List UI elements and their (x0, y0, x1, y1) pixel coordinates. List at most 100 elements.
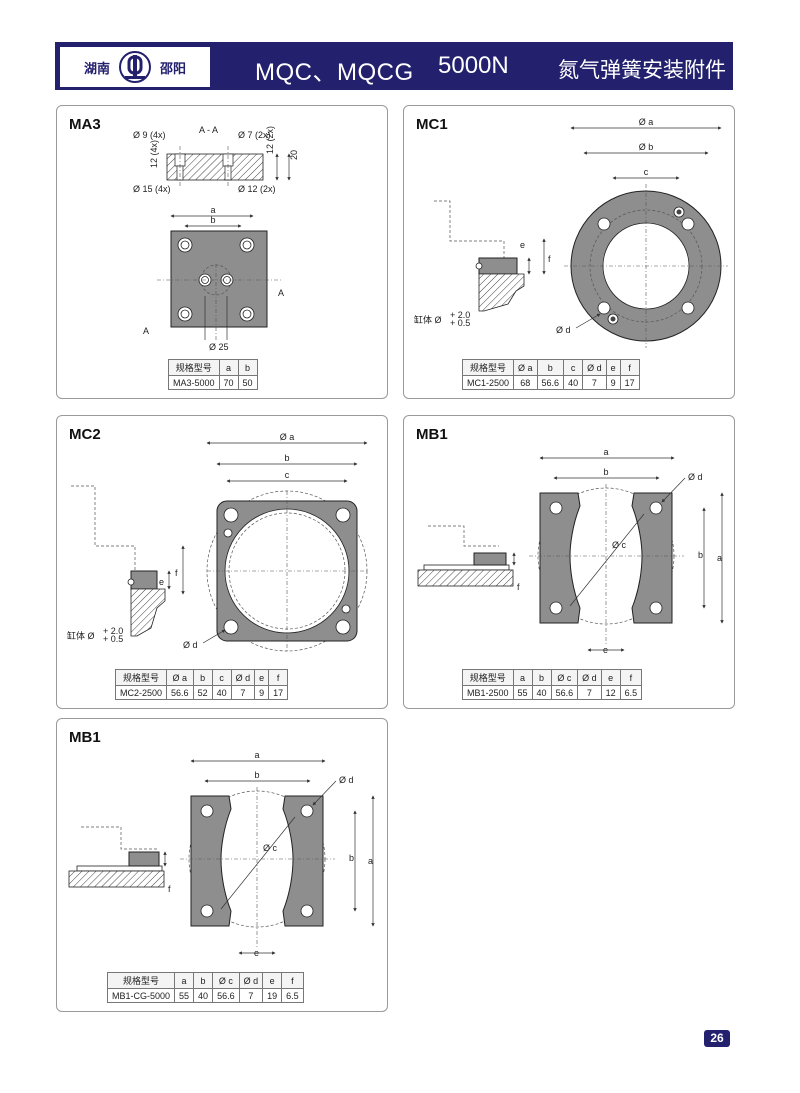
table-header-cell: Ø d (582, 359, 607, 376)
label-e: e (254, 948, 259, 958)
label-d: Ø d (339, 775, 354, 785)
mb1-right-half (631, 492, 673, 624)
table-cell: 68 (513, 375, 538, 390)
table-header-cell: c (563, 359, 584, 376)
label-d25: Ø 25 (209, 342, 229, 352)
table-cell: 6.5 (281, 988, 304, 1003)
label-b: b (603, 467, 608, 477)
table-header-cell: b (193, 972, 214, 989)
logo-emblem-icon (119, 51, 151, 83)
table-header-cell: Ø d (238, 972, 264, 989)
table-cell: MC1-2500 (461, 375, 515, 390)
table-cell: 7 (577, 685, 602, 700)
label-f: f (168, 884, 171, 894)
label-d12: Ø 12 (2x) (238, 184, 276, 194)
panel-title: MC2 (69, 426, 101, 443)
table-header-cell: a (512, 669, 533, 686)
table-cell: 70 (218, 375, 239, 390)
label-a: a (603, 447, 608, 457)
table-cell: 17 (619, 375, 640, 390)
table-header-cell: 规格型号 (106, 972, 176, 989)
table-cell: 56.6 (212, 988, 240, 1003)
table-cell: MB1-2500 (462, 685, 514, 700)
table-cell: 7 (582, 375, 607, 390)
product-title: 氮气弹簧安装附件 (558, 59, 726, 82)
table-cell: 9 (254, 685, 270, 700)
table-header-cell: e (600, 669, 621, 686)
logo-text-right: 邵阳 (160, 60, 187, 76)
page-header: 湖南 邵阳 MQC、MQCG 5000N 氮气弹簧安装附件 (55, 42, 733, 90)
table-header-cell: 规格型号 (168, 359, 220, 376)
label-b: b (254, 770, 259, 780)
label-h12: 12 (2x) (265, 126, 275, 154)
label-c: c (285, 470, 290, 480)
label-d: Ø d (183, 640, 198, 650)
label-c: c (644, 167, 649, 177)
panel-mc1: MC1 e f 缸体 Ø + 2.0 + 0.5 Ø a Ø b c Ø d (403, 105, 735, 399)
label-vb: b (349, 853, 354, 863)
label-d7: Ø 7 (2x) (238, 130, 271, 140)
table-header-cell: Ø a (513, 359, 538, 376)
mb1-right-half (282, 795, 324, 927)
label-tol-dn: + 0.5 (450, 318, 470, 328)
table-header-cell: e (605, 359, 621, 376)
label-body: 缸体 Ø (414, 314, 442, 325)
table-cell: MC2-2500 (114, 685, 168, 700)
section-label: A - A (199, 125, 218, 135)
table-cell: 52 (192, 685, 213, 700)
table-cell: 55 (174, 988, 195, 1003)
label-vb: b (698, 550, 703, 560)
label-tol-up: + 2.0 (450, 310, 470, 320)
table-cell: 55 (512, 685, 533, 700)
table-cell: 40 (193, 988, 214, 1003)
label-va: a (717, 553, 722, 563)
label-section-a1: A (278, 288, 284, 298)
table-cell: 40 (531, 685, 552, 700)
table-cell: MA3-5000 (168, 375, 220, 390)
logo-text-left: 湖南 (83, 60, 110, 76)
label-a: a (254, 750, 259, 760)
mb1-2500-drawing: f a b Ø c Ø d b a e (417, 447, 724, 655)
label-tol-dn: + 0.5 (103, 634, 123, 644)
table-header-cell: a (174, 972, 195, 989)
mc1-drawing: e f 缸体 Ø + 2.0 + 0.5 Ø a Ø b c Ø d (414, 117, 728, 348)
mb1-left-half (190, 795, 232, 927)
model-title: MQC、MQCG (255, 59, 414, 86)
table-cell: 12 (600, 685, 621, 700)
label-d: Ø d (688, 472, 703, 482)
company-logo: 湖南 邵阳 (59, 46, 211, 88)
label-tol-up: + 2.0 (103, 626, 123, 636)
table-header-cell: Ø d (230, 669, 256, 686)
label-a: a (210, 205, 215, 215)
label-body: 缸体 Ø (67, 630, 95, 641)
label-e: e (159, 577, 164, 587)
panel-ma3: MA3 A - A Ø 9 (4x) Ø 7 (2x) 12 (2x) 20 1… (56, 105, 388, 399)
table-cell: 50 (237, 375, 258, 390)
table-cell: 56.6 (550, 685, 579, 700)
label-v12: 12 (4x) (149, 140, 159, 168)
table-cell: 19 (262, 988, 283, 1003)
table-header-cell: Ø a (166, 669, 194, 686)
table-cell: 6.5 (619, 685, 643, 700)
label-d15: Ø 15 (4x) (133, 184, 171, 194)
label-b: Ø b (639, 142, 654, 152)
table-cell: 40 (211, 685, 232, 700)
mb1-cg-5000-drawing: f a b Ø c Ø d b a e (68, 750, 375, 958)
table-header-cell: f (268, 669, 289, 686)
table-header-cell: b (536, 359, 565, 376)
table-cell: 56.6 (536, 375, 565, 390)
table-header-cell: f (619, 359, 640, 376)
table-cell: MB1-CG-5000 (106, 988, 176, 1003)
table-header-cell: b (531, 669, 552, 686)
mb1-left-half (539, 492, 581, 624)
label-a: Ø a (639, 117, 654, 127)
force-title: 5000N (438, 52, 509, 79)
